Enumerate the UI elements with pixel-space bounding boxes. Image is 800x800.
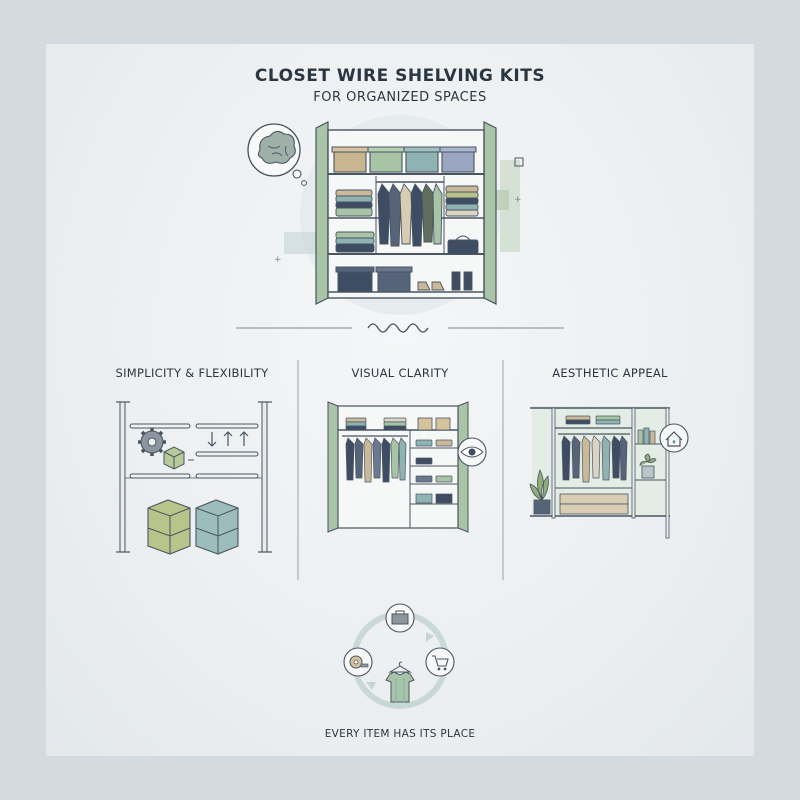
- panel-label-simplicity: SIMPLICITY & FLEXIBILITY: [115, 366, 269, 380]
- tape-icon: [343, 647, 373, 677]
- panel-label-aesthetic: AESTHETIC APPEAL: [552, 366, 668, 380]
- cart-icon: [425, 647, 455, 677]
- brain-icon: [247, 123, 307, 186]
- shirt-hanger-icon: [385, 661, 415, 703]
- svg-text:+: +: [514, 195, 522, 205]
- svg-text:+: +: [274, 255, 282, 265]
- wave-divider: [236, 323, 564, 333]
- page-subtitle: FOR ORGANIZED SPACES: [313, 90, 487, 105]
- gear-icon: [138, 428, 166, 456]
- page-title: CLOSET WIRE SHELVING KITS: [254, 66, 546, 86]
- panel-label-visual-clarity: VISUAL CLARITY: [351, 366, 449, 380]
- footer-tagline: EVERY ITEM HAS ITS PLACE: [324, 728, 476, 740]
- toolbox-icon: [385, 603, 415, 633]
- hero-closet-illustration: + +: [247, 115, 524, 315]
- house-icon: [659, 423, 689, 453]
- eye-icon: [457, 437, 487, 467]
